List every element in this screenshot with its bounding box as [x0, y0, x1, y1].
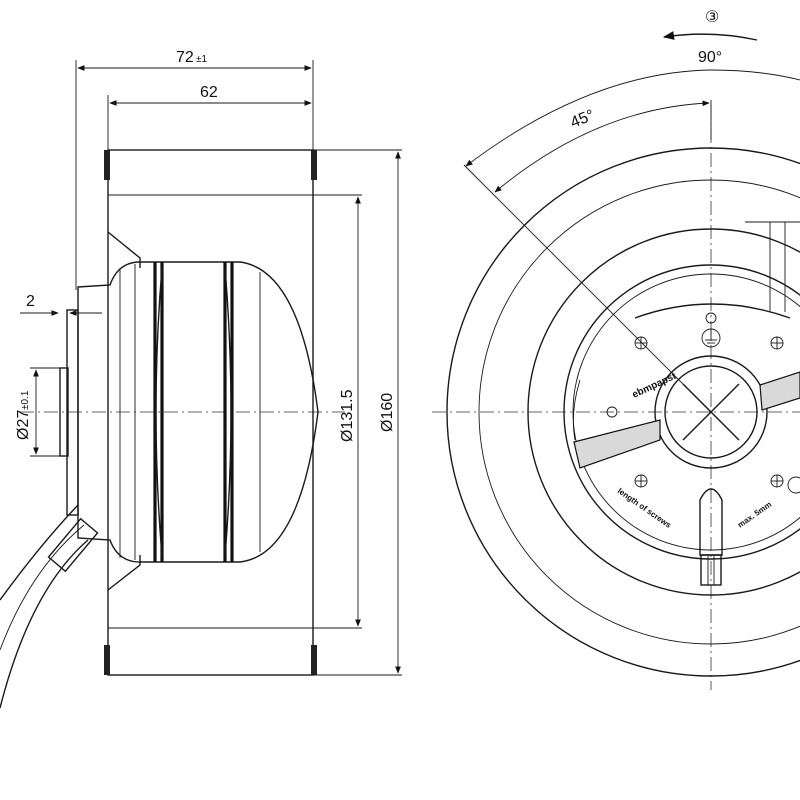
rotation-marker: ③ [705, 9, 719, 26]
motor-plate-outer [563, 264, 800, 560]
cable-inner [0, 539, 89, 709]
screw-top-right [770, 336, 784, 350]
dim-shaft-dia: Ø27 [15, 410, 32, 440]
outer-circle [446, 147, 800, 677]
screw-top-left [634, 336, 648, 350]
front-dimensions: ③ 90° 45° [463, 9, 800, 413]
side-dimensions: 72 ±1 62 2 Ø27 ±0.1 Ø131.5 Ø160 [15, 49, 402, 676]
housing-outline [107, 149, 314, 676]
cable-outer [0, 504, 79, 601]
cable-mid [0, 524, 85, 651]
mount-hole-left [606, 406, 618, 418]
flange-taper-top [107, 231, 141, 268]
brand-label: ebmpapst [631, 371, 679, 401]
ground-icon [701, 328, 721, 348]
dim-overall-width: 72 [176, 49, 194, 66]
motor-hub [77, 261, 319, 563]
flange-taper-bottom [107, 555, 141, 591]
impeller-circle [478, 179, 800, 645]
housing-clip-bl [104, 645, 110, 675]
plate-arc [572, 379, 581, 441]
cable-outlet [699, 488, 723, 556]
shaft-stub [59, 367, 69, 457]
angle-90-label: 90° [698, 49, 722, 66]
housing-clip-br [311, 645, 317, 675]
angle-45-label: 45° [568, 107, 597, 132]
hub-circle-inner [664, 365, 758, 459]
angle-45-arc [494, 100, 710, 193]
dim-impeller-dia: Ø131.5 [339, 389, 356, 442]
dim-overall-width-tol: ±1 [196, 54, 207, 65]
angle-90-arc [465, 69, 800, 167]
rotor-curve-left [155, 267, 163, 557]
rotation-arrow [662, 31, 758, 41]
housing-clip-tr [311, 150, 317, 180]
screw-bottom-right [770, 474, 784, 488]
inlet-circle [527, 228, 800, 596]
plate-segment-left [573, 419, 661, 469]
angle-45-ray [463, 164, 712, 413]
rotor-curve-right [224, 267, 232, 557]
cable-gland [47, 517, 99, 573]
plate-top-rim [634, 303, 791, 319]
dim-housing-width: 62 [200, 84, 218, 101]
dim-shaft-dia-tol: ±0.1 [20, 390, 31, 410]
mount-hole-right [787, 476, 800, 494]
motor-plate-inner [572, 273, 800, 551]
front-view: ebmpapst length of screws max. 5mm [432, 105, 800, 690]
plate-segment-right [759, 371, 800, 411]
side-view [0, 149, 345, 709]
cable-outlet-tube [700, 554, 722, 586]
dim-flange-offset: 2 [26, 293, 35, 310]
screw-bottom-left [634, 474, 648, 488]
housing-clip-tl [104, 150, 110, 180]
plate-label-left: length of screws [616, 486, 673, 530]
mount-flange [66, 309, 79, 516]
plate-label-right: max. 5mm [736, 500, 773, 530]
dim-outer-dia: Ø160 [379, 393, 396, 432]
top-marker-circle [705, 312, 717, 324]
hub-circle-outer [654, 355, 768, 469]
